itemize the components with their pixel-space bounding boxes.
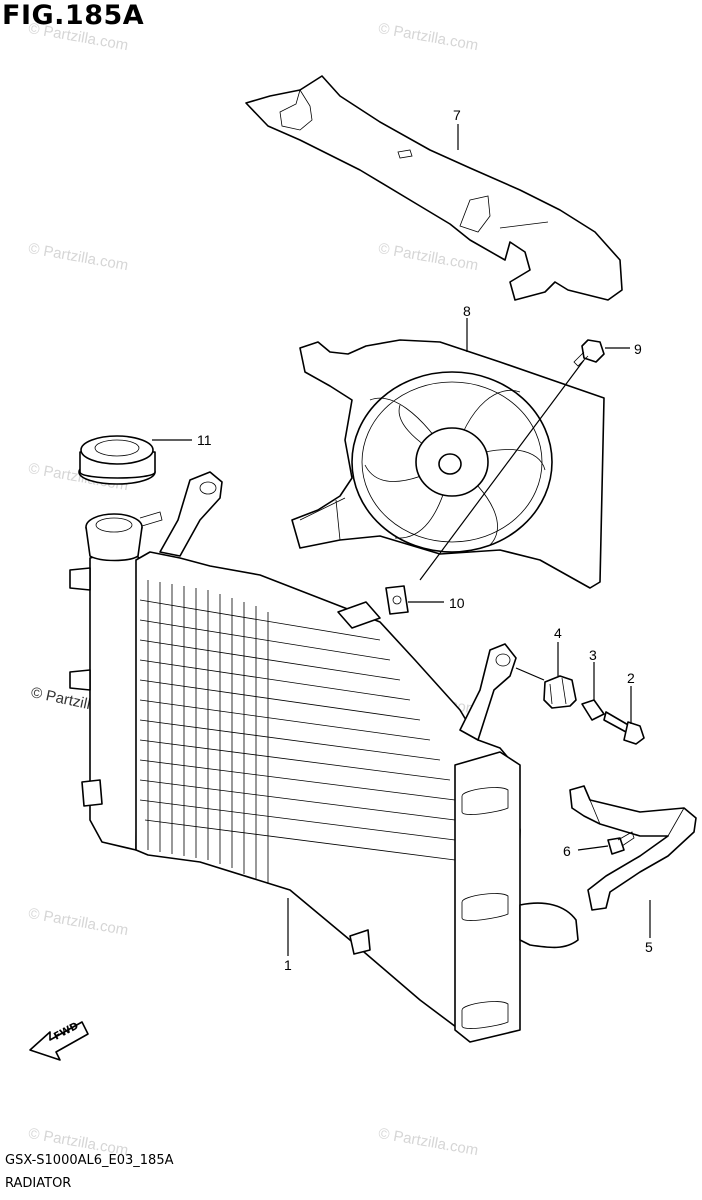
callout-5: 5 (645, 939, 653, 955)
callout-3: 3 (589, 647, 597, 663)
figure-title: FIG.185A (2, 0, 145, 31)
bolt-9 (573, 339, 605, 367)
leader-lines (152, 124, 651, 956)
callout-1: 1 (284, 957, 292, 973)
callout-10: 10 (449, 595, 465, 611)
callout-11: 11 (197, 432, 212, 448)
callout-6: 6 (563, 843, 571, 859)
collar-3 (581, 699, 605, 721)
grommet-4 (543, 675, 577, 709)
figure-name: RADIATOR (5, 1176, 72, 1191)
bracket-5 (569, 785, 697, 911)
callout-9: 9 (634, 341, 642, 357)
bolt-6 (607, 831, 635, 855)
callout-7: 7 (453, 107, 461, 123)
callout-numbers: 7 8 9 10 11 4 3 2 6 5 1 (197, 107, 653, 973)
fan-part (291, 339, 605, 589)
cover-part (245, 75, 623, 301)
radiator-part (69, 471, 579, 1043)
cap-11 (78, 435, 156, 485)
callout-4: 4 (554, 625, 562, 641)
bolt-2 (603, 711, 645, 745)
fwd-arrow: FWD (29, 1021, 89, 1061)
figure-code: GSX-S1000AL6_E03_185A (5, 1153, 174, 1168)
callout-8: 8 (463, 303, 471, 319)
nut-10 (385, 585, 409, 615)
callout-2: 2 (627, 670, 635, 686)
